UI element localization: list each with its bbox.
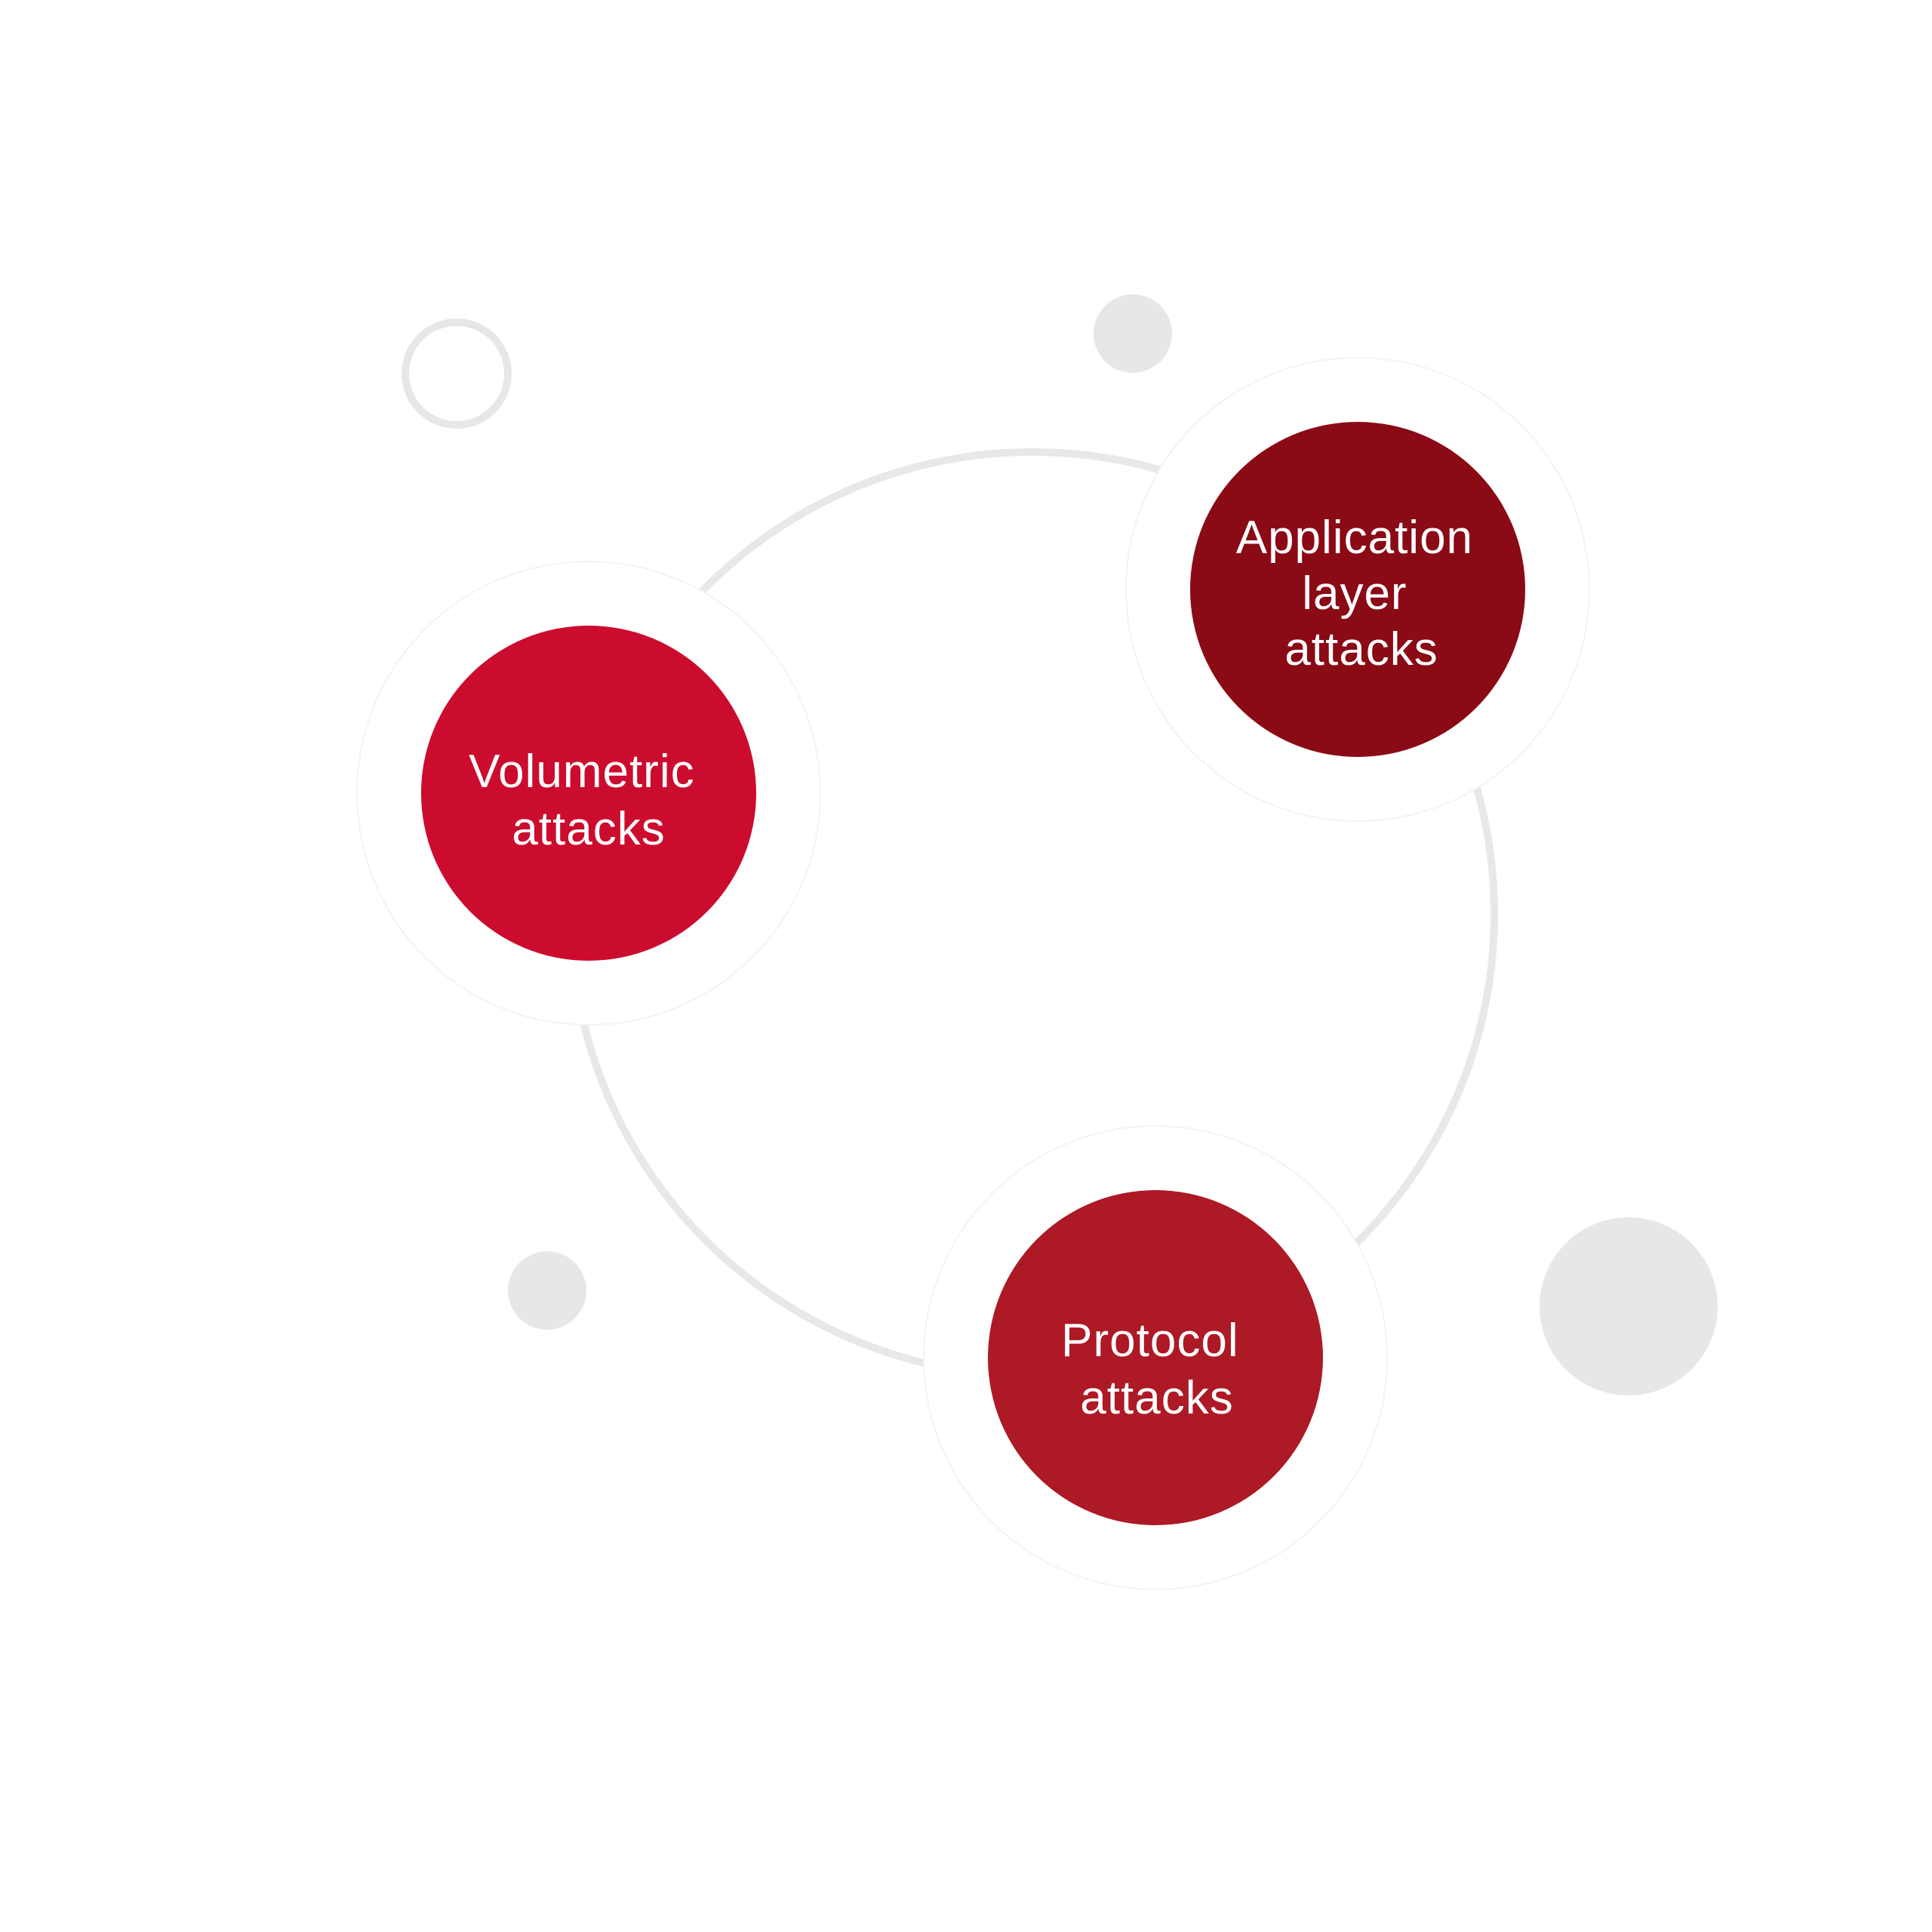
node-volumetric-label: Volumetric attacks — [469, 746, 709, 855]
node-protocol-disc — [988, 1190, 1323, 1525]
node-protocol-label-line: Protocol — [1061, 1315, 1238, 1367]
decor-dot-small-top — [1094, 294, 1172, 373]
decor-dot-large-right — [1540, 1217, 1718, 1395]
node-application-disc — [1190, 422, 1525, 757]
node-application-label: Application layer attacks — [1236, 512, 1487, 675]
node-application: Application layer attacks — [1125, 357, 1590, 822]
node-application-label-line: layer — [1302, 568, 1407, 620]
node-protocol: Protocol attacks — [923, 1125, 1388, 1590]
decor-outline-circle — [401, 318, 512, 429]
decor-dot-small-left — [508, 1251, 586, 1330]
node-volumetric-label-line: Volumetric — [469, 746, 694, 798]
node-protocol-label-line: attacks — [1080, 1372, 1233, 1424]
node-volumetric-disc — [421, 626, 756, 961]
node-application-label-line: Application — [1236, 512, 1473, 564]
node-application-label-line: attacks — [1284, 623, 1438, 675]
node-volumetric-label-line: attacks — [512, 803, 665, 855]
node-protocol-label: Protocol attacks — [1061, 1315, 1253, 1424]
node-volumetric: Volumetric attacks — [356, 561, 821, 1026]
